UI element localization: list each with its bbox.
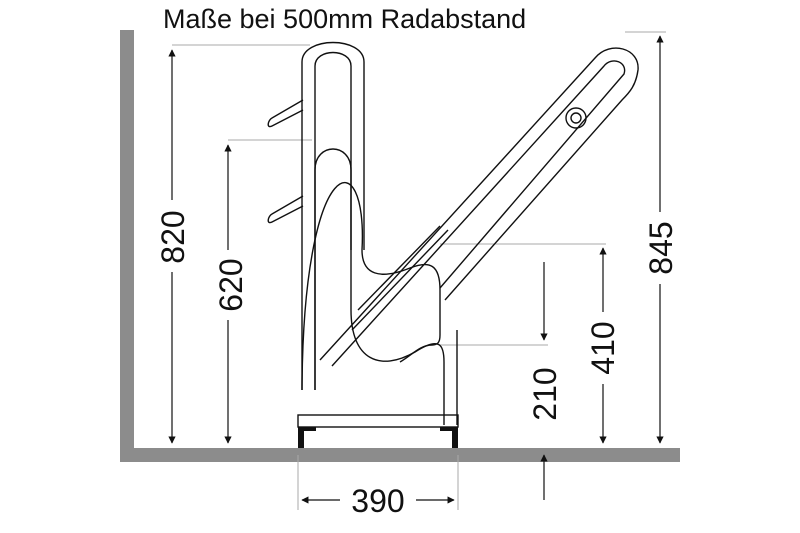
dim-label-410: 410 <box>585 321 621 374</box>
dim-label-820: 820 <box>155 210 191 263</box>
dim-label-620: 620 <box>213 258 249 311</box>
wall <box>120 30 134 460</box>
bike-rack-frame <box>267 41 639 428</box>
base-feet <box>298 427 458 448</box>
diagram-title: Maße bei 500mm Radabstand <box>163 4 527 34</box>
dim-label-845: 845 <box>643 221 679 274</box>
dim-label-210: 210 <box>527 367 563 420</box>
guide-lines <box>172 31 666 510</box>
floor <box>120 448 680 462</box>
dim-label-390: 390 <box>351 483 404 519</box>
